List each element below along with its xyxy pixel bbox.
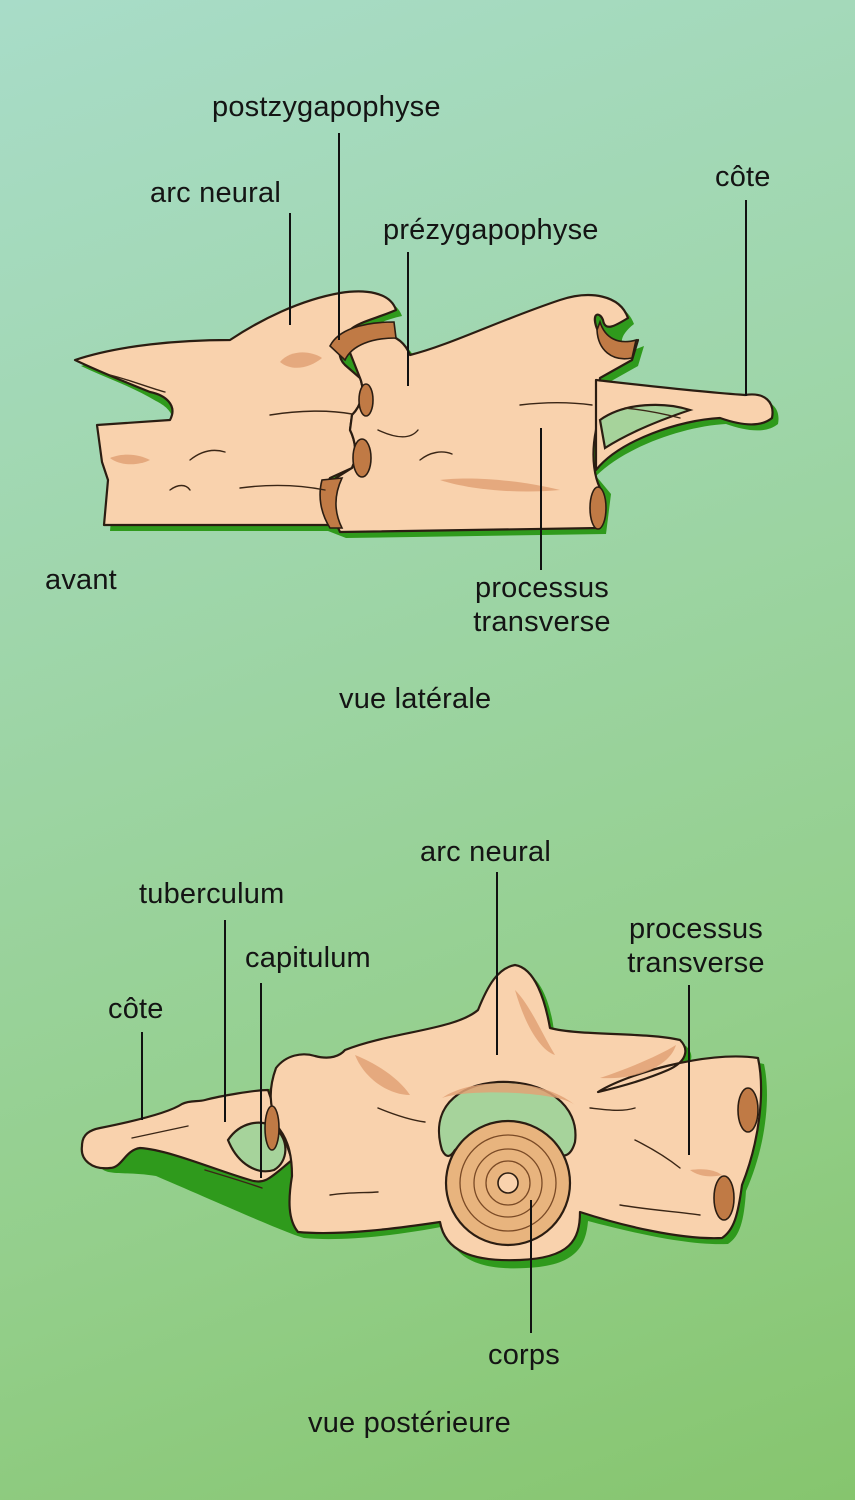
label-cote-lateral: côte [715,161,771,193]
label-arc-neural-lateral: arc neural [150,177,281,209]
label-postzygapophyse: postzygapophyse [212,91,441,123]
label-transverse-line2: transverse [473,606,611,638]
lateral-rib [594,378,774,472]
label-arc-neural-posterior: arc neural [420,836,551,868]
label-capitulum: capitulum [245,942,371,974]
label-avant: avant [45,564,117,596]
label-processus-transverse-posterior: processus transverse [616,912,776,980]
label-prezygapophyse: prézygapophyse [383,214,599,246]
label-processus-line1: processus [475,572,609,604]
label-processus-transverse-lateral: processus transverse [462,571,622,639]
label-transverse-line2: transverse [627,947,765,979]
label-tuberculum: tuberculum [139,878,285,910]
label-corps: corps [488,1339,560,1371]
label-processus-line1: processus [629,913,763,945]
caption-vue-laterale: vue latérale [339,683,492,715]
lateral-vertebra-front [73,290,398,527]
posterior-vertebra-illustration [80,872,767,1333]
lateral-vertebrae-illustration [73,133,779,570]
caption-vue-posterieure: vue postérieure [308,1407,511,1439]
label-cote-posterior: côte [108,993,164,1025]
